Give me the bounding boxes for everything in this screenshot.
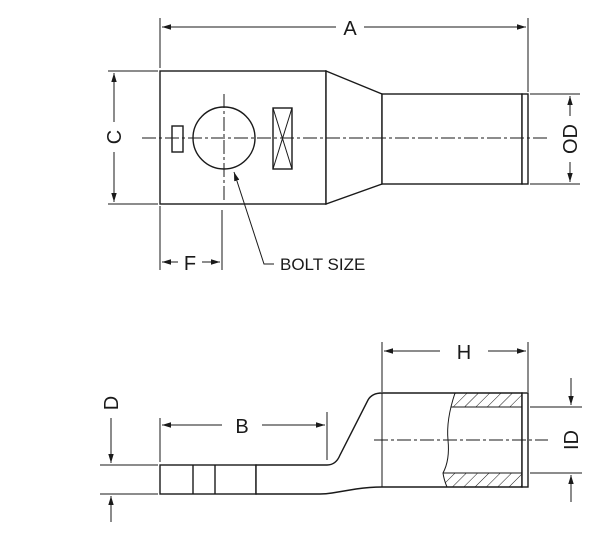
label-d: D: [101, 396, 123, 410]
label-h: H: [457, 342, 471, 364]
bolt-size-leader: [233, 171, 274, 265]
break-line: [442, 392, 456, 488]
barrel-end: [521, 93, 529, 185]
label-bolt-size: BOLT SIZE: [280, 255, 365, 274]
wall-section-bottom: [443, 473, 522, 487]
top-view: A C OD F BOLT SIZE: [104, 18, 582, 275]
label-f: F: [184, 253, 196, 275]
label-c: C: [104, 130, 126, 144]
label-id: ID: [561, 430, 583, 450]
side-view: H B D ID: [100, 342, 583, 522]
label-od: OD: [560, 124, 582, 154]
label-b: B: [235, 416, 248, 438]
side-pad: [159, 464, 257, 495]
lug-barrel: [381, 93, 523, 185]
label-a: A: [343, 18, 357, 40]
wall-section-top: [451, 393, 522, 407]
inspection-window: [171, 125, 184, 153]
